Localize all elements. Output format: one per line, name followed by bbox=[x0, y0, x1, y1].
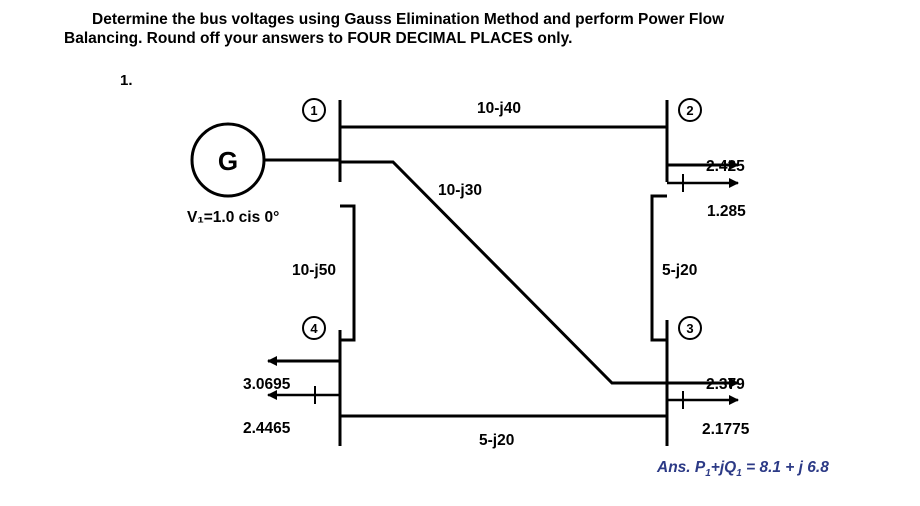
question-number: 1. bbox=[120, 72, 133, 89]
bus-2-p-load: 2.425 bbox=[706, 158, 745, 175]
bus-1-label: 1 bbox=[310, 103, 317, 118]
line-1-4 bbox=[340, 204, 356, 342]
line-2-3-impedance: 5-j20 bbox=[662, 262, 697, 279]
question-line-2: Balancing. Round off your answers to FOU… bbox=[64, 30, 573, 47]
line-3-4-impedance: 5-j20 bbox=[479, 432, 514, 449]
answer-suffix: = 8.1 + j 6.8 bbox=[742, 459, 829, 476]
bus-3-label: 3 bbox=[686, 321, 693, 336]
answer-prefix: Ans. P bbox=[656, 459, 706, 476]
line-1-4-impedance: 10-j50 bbox=[292, 262, 336, 279]
bus-4-marker bbox=[302, 316, 326, 340]
answer-sub-2: 1 bbox=[736, 468, 742, 479]
bus-3-marker bbox=[678, 316, 702, 340]
answer-mid: +jQ bbox=[711, 459, 736, 476]
bus-3-p-load: 2.379 bbox=[706, 376, 745, 393]
answer-sub-1: 1 bbox=[705, 468, 711, 479]
line-1-3-impedance: 10-j30 bbox=[438, 182, 482, 199]
bus-4-p-load: 3.0695 bbox=[243, 376, 291, 393]
answer-text: Ans. P1+jQ1 = 8.1 + j 6.8 bbox=[656, 459, 829, 479]
bus-3-q-load: 2.1775 bbox=[702, 421, 750, 438]
question-line-1: Determine the bus voltages using Gauss E… bbox=[92, 11, 725, 28]
bus-4-label: 4 bbox=[310, 321, 318, 336]
bus-4-q-load: 2.4465 bbox=[243, 420, 291, 437]
line-2-3 bbox=[650, 194, 667, 342]
generator-symbol: G bbox=[218, 146, 238, 176]
generator-icon bbox=[190, 122, 266, 198]
bus-2-label: 2 bbox=[686, 103, 693, 118]
line-1-3 bbox=[340, 160, 667, 385]
bus-2-marker bbox=[678, 98, 702, 122]
generator-voltage: V₁=1.0 cis 0° bbox=[187, 209, 279, 226]
line-1-2-impedance: 10-j40 bbox=[477, 100, 521, 117]
question-text: Determine the bus voltages using Gauss E… bbox=[0, 10, 920, 48]
bus-1-marker bbox=[302, 98, 326, 122]
bus-2-q-load: 1.285 bbox=[707, 203, 746, 220]
